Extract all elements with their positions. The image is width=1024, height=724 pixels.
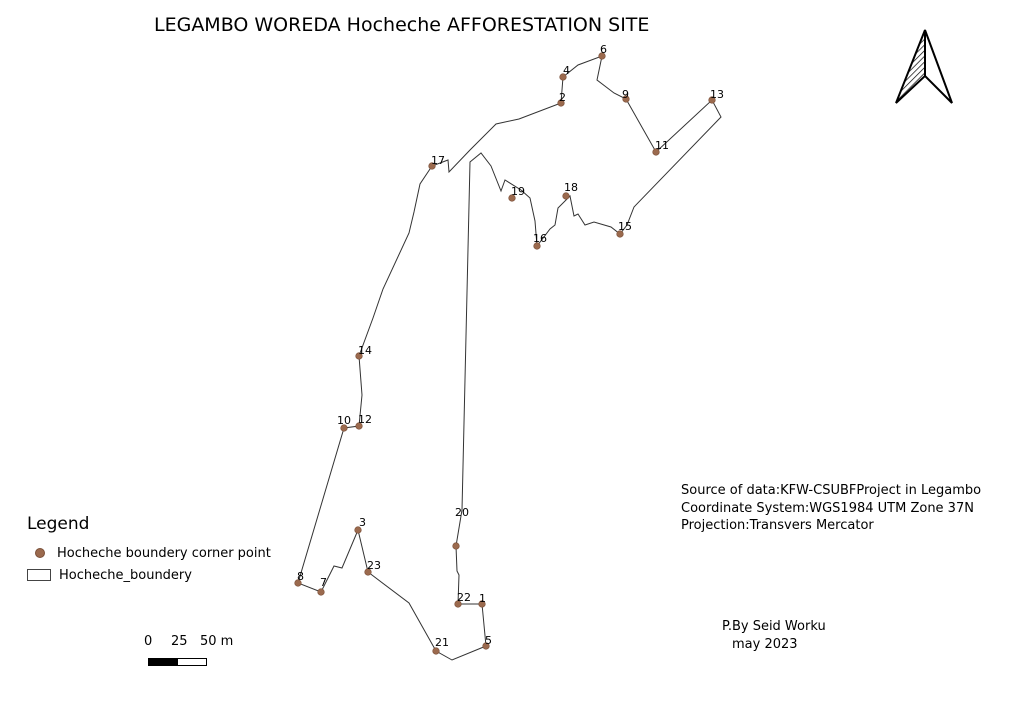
legend-item-label: Hocheche boundery corner point: [57, 545, 271, 561]
corner-point-label: 2: [559, 91, 566, 104]
scale-label-25: 25: [171, 634, 188, 649]
scale-label-50: 50 m: [200, 634, 234, 649]
corner-point-label: 3: [359, 516, 366, 529]
corner-point-label: 11: [655, 139, 669, 152]
corner-point-marker: [355, 422, 363, 430]
source-info: Source of data:KFW-CSUBFProject in Legam…: [681, 482, 981, 535]
legend-item-boundary: Hocheche_boundery: [27, 564, 271, 586]
scale-segment-black: [148, 658, 178, 666]
corner-point-label: 19: [511, 185, 525, 198]
polygon-symbol-icon: [27, 569, 51, 581]
corner-point-marker: [616, 230, 624, 238]
scale-segment-white: [177, 658, 207, 666]
corner-point-label: 21: [435, 636, 449, 649]
legend-item-corner-point: Hocheche boundery corner point: [27, 542, 271, 564]
corner-point-marker: [452, 542, 460, 550]
corner-point-marker: [478, 600, 486, 608]
author-credit: P.By Seid Worku: [722, 619, 826, 634]
corner-point-label: 18: [564, 181, 578, 194]
corner-point-label: 8: [297, 570, 304, 583]
corner-point-marker: [708, 96, 716, 104]
corner-point-label: 16: [533, 232, 547, 245]
corner-point-label: 22: [457, 591, 471, 604]
north-arrow-icon: [895, 29, 953, 104]
corner-point-label: 5: [485, 634, 492, 647]
corner-point-marker: [294, 579, 302, 587]
legend-item-label: Hocheche_boundery: [59, 567, 192, 583]
corner-point-label: 12: [358, 413, 372, 426]
credit-block: P.By Seid Worku may 2023: [722, 618, 826, 654]
corner-point-label: 14: [358, 344, 372, 357]
corner-point-marker: [557, 99, 565, 107]
corner-point-marker: [432, 647, 440, 655]
hocheche-boundary: [297, 55, 722, 661]
corner-point-marker: [562, 192, 570, 200]
corner-point-marker: [559, 73, 567, 81]
legend-title: Legend: [27, 514, 90, 534]
corner-point-marker: [508, 194, 516, 202]
corner-point-marker: [340, 424, 348, 432]
corner-point-marker: [652, 148, 660, 156]
credit-date: may 2023: [732, 637, 798, 652]
corner-point-marker: [482, 642, 490, 650]
corner-point-label: 20: [455, 506, 469, 519]
corner-point-label: 15: [618, 220, 632, 233]
corner-point-label: 6: [600, 43, 607, 56]
corner-point-label: 1: [479, 592, 486, 605]
corner-point-marker: [428, 162, 436, 170]
point-symbol-icon: [35, 548, 45, 558]
corner-point-marker: [533, 242, 541, 250]
corner-point-label: 23: [367, 559, 381, 572]
corner-point-label: 4: [563, 64, 570, 77]
corner-point-label: 17: [431, 154, 445, 167]
corner-point-marker: [622, 95, 630, 103]
corner-point-marker: [355, 352, 363, 360]
corner-point-label: 9: [622, 88, 629, 101]
scale-label-0: 0: [144, 634, 153, 649]
corner-point-label: 13: [710, 88, 724, 101]
corner-point-marker: [354, 526, 362, 534]
coordinate-system-line: Coordinate System:WGS1984 UTM Zone 37N: [681, 500, 974, 516]
projection-line: Projection:Transvers Mercator: [681, 518, 874, 533]
corner-point-marker: [454, 600, 462, 608]
source-line: Source of data:KFW-CSUBFProject in Legam…: [681, 483, 982, 498]
corner-point-marker: [598, 52, 606, 60]
corner-point-label: 10: [337, 414, 351, 427]
corner-point-label: 7: [320, 576, 327, 589]
legend: Legend Hocheche boundery corner point Ho…: [27, 514, 271, 586]
map-title: LEGAMBO WOREDA Hocheche AFFORESTATION SI…: [154, 14, 650, 36]
corner-point-marker: [317, 588, 325, 596]
corner-point-marker: [364, 568, 372, 576]
